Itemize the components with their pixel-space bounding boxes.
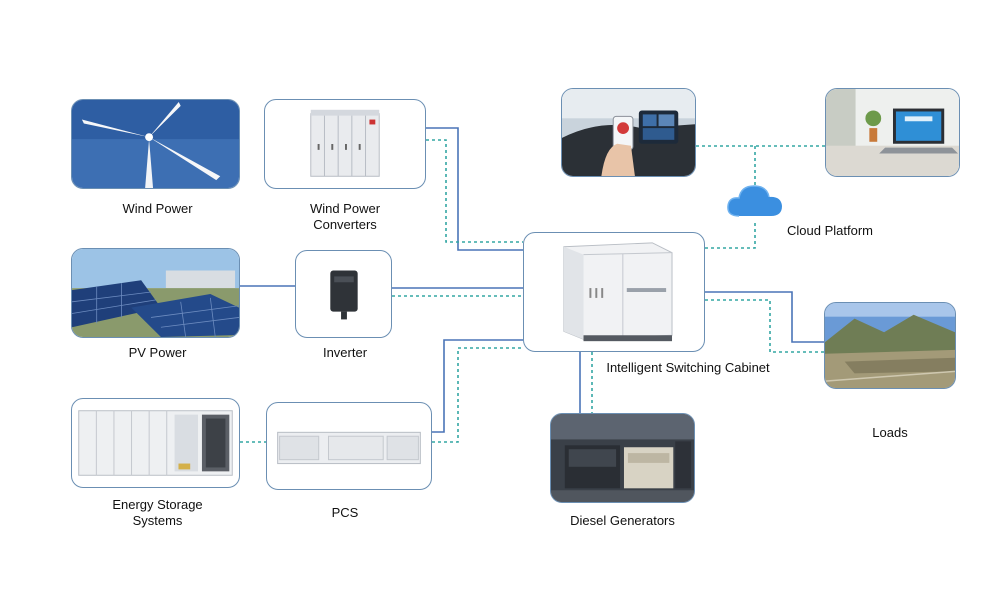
inverter-icon bbox=[330, 270, 358, 320]
energy-storage-node[interactable] bbox=[71, 398, 240, 488]
energy-storage-label-line2: Systems bbox=[132, 513, 183, 528]
line-pcs-to-cabinet bbox=[432, 339, 523, 433]
wind-power-converters-label-line1: Wind Power bbox=[309, 201, 381, 216]
dash-pcs-to-cabinet bbox=[432, 347, 523, 443]
pv-power-label: PV Power bbox=[128, 345, 187, 360]
energy-storage-label: Energy Storage Systems bbox=[95, 497, 220, 529]
wind-power-converters-label: Wind Power Converters bbox=[280, 201, 410, 233]
car-dashboard-phone-icon bbox=[562, 89, 695, 176]
pcs-label: PCS bbox=[331, 505, 359, 520]
wind-power-converters-label-line2: Converters bbox=[313, 217, 377, 232]
loads-label: Loads bbox=[872, 425, 908, 440]
diesel-generators-label: Diesel Generators bbox=[570, 513, 675, 528]
line-cabinet-to-loads bbox=[705, 291, 824, 343]
pcs-cabinet-icon bbox=[277, 431, 421, 465]
wind-turbine-icon bbox=[72, 100, 239, 188]
mountain-valley-icon bbox=[825, 303, 955, 388]
wind-power-node[interactable] bbox=[71, 99, 240, 189]
solar-panel-icon bbox=[72, 249, 239, 337]
laptop-desk-icon bbox=[826, 89, 959, 176]
pcs-node[interactable] bbox=[266, 402, 432, 490]
switching-cabinet-node[interactable] bbox=[523, 232, 705, 352]
dash-cabinet-to-cloud bbox=[705, 220, 756, 249]
vehicle-app-node[interactable] bbox=[561, 88, 696, 177]
generator-icon bbox=[551, 414, 694, 502]
diesel-generators-node[interactable] bbox=[550, 413, 695, 503]
pv-power-node[interactable] bbox=[71, 248, 240, 338]
wind-power-converters-node[interactable] bbox=[264, 99, 426, 189]
energy-storage-label-line1: Energy Storage bbox=[112, 497, 203, 512]
cloud-icon bbox=[727, 185, 782, 217]
loads-node[interactable] bbox=[824, 302, 956, 389]
dash-converters-to-cabinet bbox=[426, 139, 523, 243]
inverter-node[interactable] bbox=[295, 250, 392, 338]
line-converters-to-cabinet bbox=[426, 127, 523, 251]
converter-cabinet-icon bbox=[310, 109, 380, 177]
switching-cabinet-label: Intelligent Switching Cabinet bbox=[606, 360, 770, 375]
wind-power-label: Wind Power bbox=[122, 201, 193, 216]
battery-container-icon bbox=[78, 410, 233, 476]
cloud-platform-label: Cloud Platform bbox=[787, 223, 873, 238]
inverter-label: Inverter bbox=[322, 345, 368, 360]
switching-cabinet-icon bbox=[563, 242, 673, 342]
laptop-node[interactable] bbox=[825, 88, 960, 177]
dash-cabinet-to-loads bbox=[705, 299, 824, 353]
